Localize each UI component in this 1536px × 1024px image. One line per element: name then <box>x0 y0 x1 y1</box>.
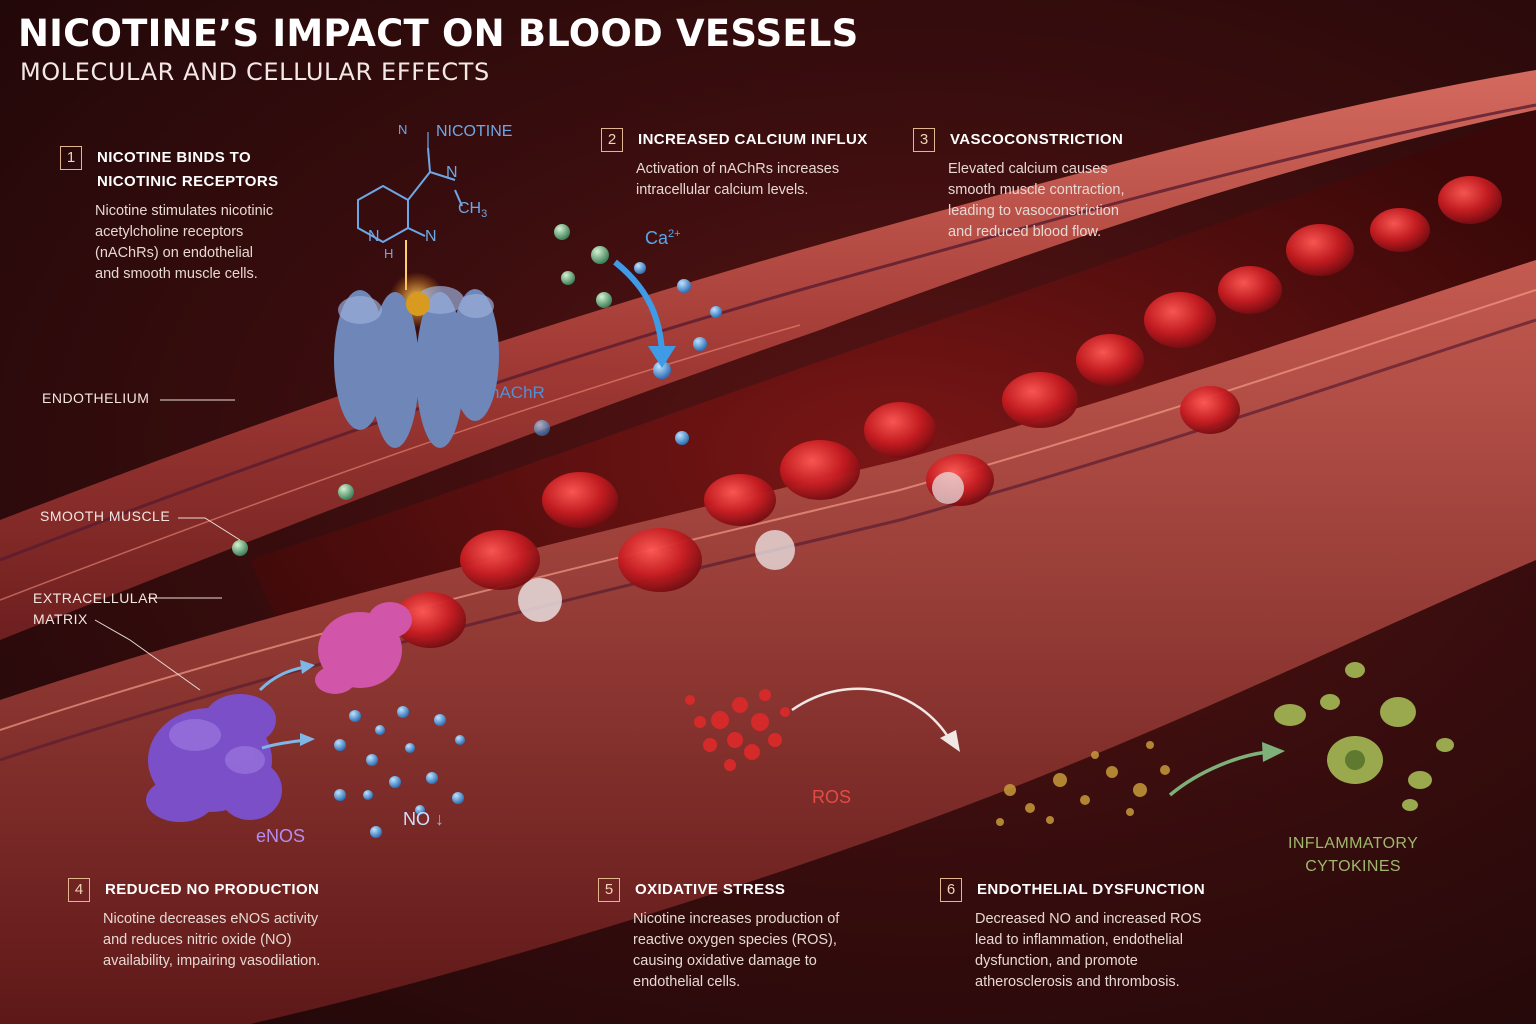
step-title: VASCOCONSTRICTION <box>950 131 1124 148</box>
h-atom: H <box>384 246 394 261</box>
nicotine-label: NICOTINE <box>436 123 513 140</box>
step-number: 5 <box>598 878 620 902</box>
step-1: 1 NICOTINE BINDS TO NICOTINIC RECEPTORS … <box>60 146 340 285</box>
nicotine-n-atom: N <box>446 164 458 181</box>
step-description: Nicotine increases production of reactiv… <box>633 911 840 990</box>
smooth-muscle-label: SMOOTH MUSCLE <box>40 508 171 524</box>
step-title: NICOTINE BINDS TO NICOTINIC RECEPTORS <box>97 149 279 190</box>
extracellular-matrix-label: EXTRACELLULAR MATRIX <box>33 590 159 627</box>
step-5: 5 OXIDATIVE STRESS Nicotine increases pr… <box>598 878 898 993</box>
page-title: NICOTINE’S IMPACT ON BLOOD VESSELS <box>18 12 859 55</box>
step-6: 6 ENDOTHELIAL DYSFUNCTION Decreased NO a… <box>940 878 1240 993</box>
no-label: NO ↓ <box>403 809 445 829</box>
calcium-label: Ca2+ <box>645 228 681 248</box>
step-3: 3 VASCOCONSTRICTION Elevated calcium cau… <box>913 128 1213 243</box>
enos-label: eNOS <box>256 826 306 846</box>
nicotine-n-atom-2: N <box>425 228 437 245</box>
step-title: OXIDATIVE STRESS <box>635 881 786 898</box>
page-subtitle: MOLECULAR AND CELLULAR EFFECTS <box>20 58 490 86</box>
step-number: 2 <box>601 128 623 152</box>
nicotine-n-atom-top: N <box>398 122 408 137</box>
ch3-label: CH3 <box>458 200 488 221</box>
down-arrow-icon: ↓ <box>435 809 445 829</box>
step-description: Decreased NO and increased ROS lead to i… <box>975 911 1202 990</box>
step-2: 2 INCREASED CALCIUM INFLUX Activation of… <box>601 128 891 201</box>
ros-label: ROS <box>812 787 852 807</box>
step-number: 4 <box>68 878 90 902</box>
step-title: INCREASED CALCIUM INFLUX <box>638 131 868 148</box>
step-number: 6 <box>940 878 962 902</box>
step-number: 3 <box>913 128 935 152</box>
step-description: Activation of nAChRs increases intracell… <box>636 161 840 198</box>
inflammatory-cytokines-label: INFLAMMATORY CYTOKINES <box>1288 835 1419 875</box>
step-title: ENDOTHELIAL DYSFUNCTION <box>977 881 1206 898</box>
step-description: Elevated calcium causes smooth muscle co… <box>948 161 1125 240</box>
step-number: 1 <box>60 146 82 170</box>
step-4: 4 REDUCED NO PRODUCTION Nicotine decreas… <box>68 878 398 972</box>
pyridine-n-atom: N <box>368 228 380 245</box>
step-title: REDUCED NO PRODUCTION <box>105 881 320 898</box>
step-description: Nicotine decreases eNOS activity and red… <box>103 911 321 969</box>
nachr-label: nAChR <box>490 383 545 402</box>
endothelium-label: ENDOTHELIUM <box>42 390 150 406</box>
step-description: Nicotine stimulates nicotinic acetylchol… <box>95 203 274 282</box>
